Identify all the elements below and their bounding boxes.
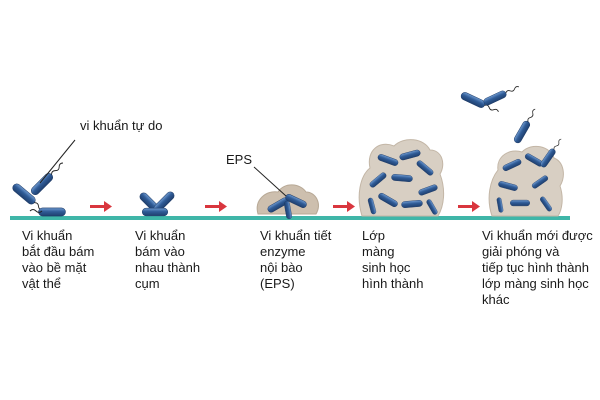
bacterium-icon [141,207,169,217]
stage-2-bacteria [138,190,176,217]
bacterium-icon [38,207,66,217]
stage-label: Vi khuẩn bám vào nhau thành cụm [135,228,201,291]
stage-label: Vi khuẩn mới được giải phóng và tiếp tục… [482,228,593,307]
bacterium-icon [482,83,521,107]
eps-pointer [253,166,287,197]
stage-3-eps-cluster [256,184,319,220]
stage-label: Vi khuẩn tiết enzyme nội bào (EPS) [260,228,332,291]
free-bacteria-label: vi khuẩn tự do [80,118,162,133]
stage-1-bacteria [10,159,67,217]
right-arrow-icon [458,201,480,212]
stage-4-biofilm [358,139,445,217]
right-arrow-icon [90,201,112,212]
eps-label: EPS [226,152,252,167]
free-bacteria-pointer [39,139,76,184]
stage-5-biofilm [459,83,565,217]
bacterium-icon [29,159,67,197]
stage-label: Lớp màng sinh học hình thành [362,228,424,291]
bacterium-icon [510,199,530,207]
stage-label: Vi khuẩn bắt đầu bám vào bề mặt vật thể [22,228,95,291]
bacterium-icon [512,106,539,145]
right-arrow-icon [333,201,355,212]
right-arrow-icon [205,201,227,212]
